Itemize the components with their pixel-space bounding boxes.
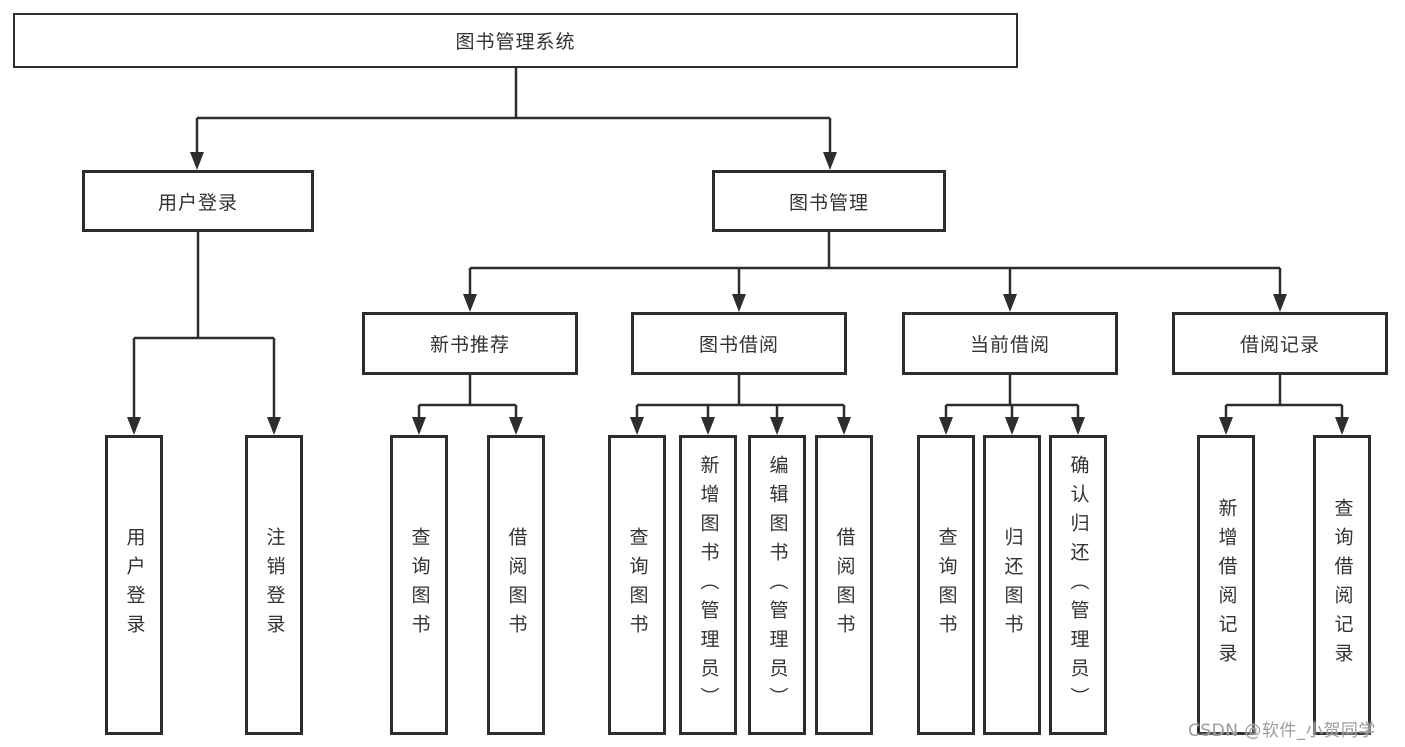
edges-from-root: [190, 68, 837, 170]
edges-from-new-book: [412, 375, 523, 435]
leaf-label: 借阅图书: [505, 527, 528, 643]
node-root-system: 图书管理系统: [13, 13, 1018, 68]
leaf-label: 注销登录: [263, 527, 286, 643]
leaf-label: 查询借阅记录: [1331, 498, 1354, 672]
leaf-newbook-query-books: 查询图书: [390, 435, 448, 735]
leaf-label: 新增借阅记录: [1215, 498, 1238, 672]
leaf-current-query-books: 查询图书: [917, 435, 975, 735]
leaf-user-login: 用户登录: [105, 435, 163, 735]
leaf-label: 用户登录: [123, 527, 146, 643]
leaf-records-query-record: 查询借阅记录: [1313, 435, 1371, 735]
node-new-book-recommend: 新书推荐: [362, 312, 578, 375]
leaf-label: 查询图书: [626, 527, 649, 643]
edges-from-borrow-records: [1219, 375, 1349, 435]
node-book-borrowing: 图书借阅: [631, 312, 847, 375]
node-borrow-records: 借阅记录: [1172, 312, 1388, 375]
node-book-management: 图书管理: [712, 170, 946, 232]
leaf-label: 归还图书: [1001, 527, 1024, 643]
leaf-label: 新增图书（管理员）: [697, 454, 720, 716]
leaf-borrow-edit-books-admin: 编辑图书（管理员）: [748, 435, 806, 735]
leaf-current-return-books: 归还图书: [983, 435, 1041, 735]
edges-from-book-borrow: [630, 375, 851, 435]
node-current-borrowing: 当前借阅: [902, 312, 1118, 375]
csdn-watermark: CSDN @软件_小贺同学: [1188, 721, 1376, 741]
leaf-label: 借阅图书: [833, 527, 856, 643]
leaf-current-confirm-return-admin: 确认归还（管理员）: [1049, 435, 1107, 735]
leaf-borrow-add-books-admin: 新增图书（管理员）: [679, 435, 737, 735]
leaf-label: 编辑图书（管理员）: [766, 454, 789, 716]
edges-from-book-mgmt: [463, 232, 1287, 312]
leaf-borrow-borrow-books: 借阅图书: [815, 435, 873, 735]
node-user-login: 用户登录: [82, 170, 314, 232]
leaf-newbook-borrow-books: 借阅图书: [487, 435, 545, 735]
leaf-logout: 注销登录: [245, 435, 303, 735]
leaf-label: 查询图书: [408, 527, 431, 643]
edges-from-user-login: [127, 232, 281, 435]
leaf-label: 查询图书: [935, 527, 958, 643]
leaf-records-add-record: 新增借阅记录: [1197, 435, 1255, 735]
leaf-label: 确认归还（管理员）: [1067, 454, 1090, 716]
edges-from-current-borrow: [939, 375, 1085, 435]
leaf-borrow-query-books: 查询图书: [608, 435, 666, 735]
